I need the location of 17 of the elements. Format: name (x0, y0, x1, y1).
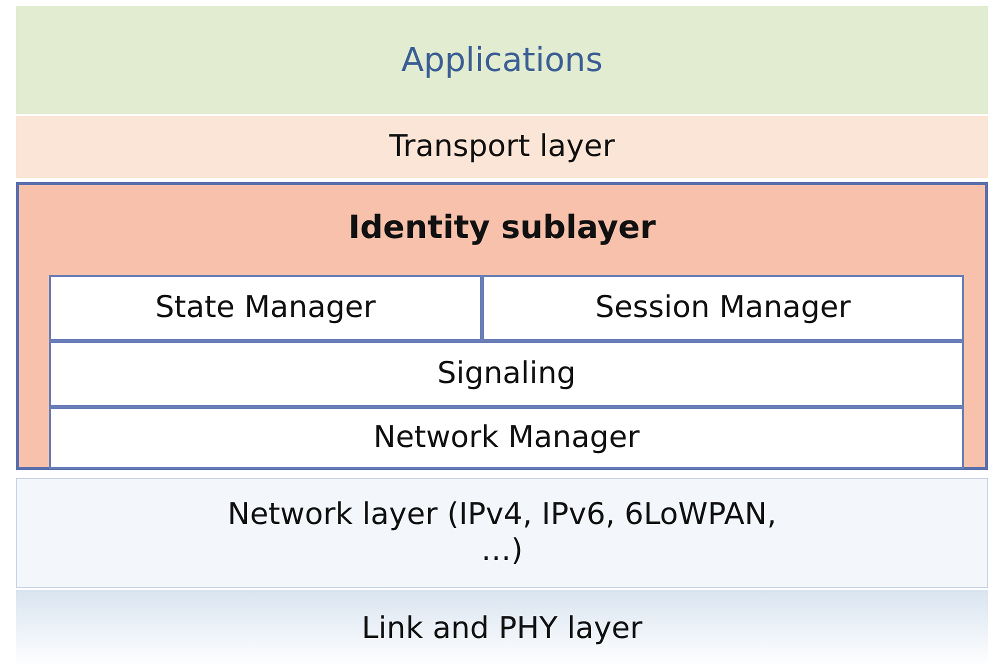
layer-band (16, 116, 988, 178)
sublayer-panel (16, 182, 988, 470)
layer-band (16, 6, 988, 114)
layer-label: Network layer (IPv4, IPv6, 6LoWPAN, …) (226, 497, 778, 569)
layer-label: Applications (401, 42, 603, 78)
component-box (482, 275, 964, 341)
component-box (49, 407, 964, 469)
layer-band (16, 478, 988, 588)
component-box (49, 341, 964, 407)
layer-label: Network Manager (373, 420, 640, 456)
layer-label: State Manager (155, 290, 376, 326)
layer-label: Session Manager (595, 290, 851, 326)
component-box (49, 275, 482, 341)
layer-label: Transport layer (389, 129, 615, 165)
layer-label: Link and PHY layer (362, 610, 642, 646)
layer-label: Signaling (437, 356, 576, 392)
panel-title: Identity sublayer (348, 209, 656, 245)
